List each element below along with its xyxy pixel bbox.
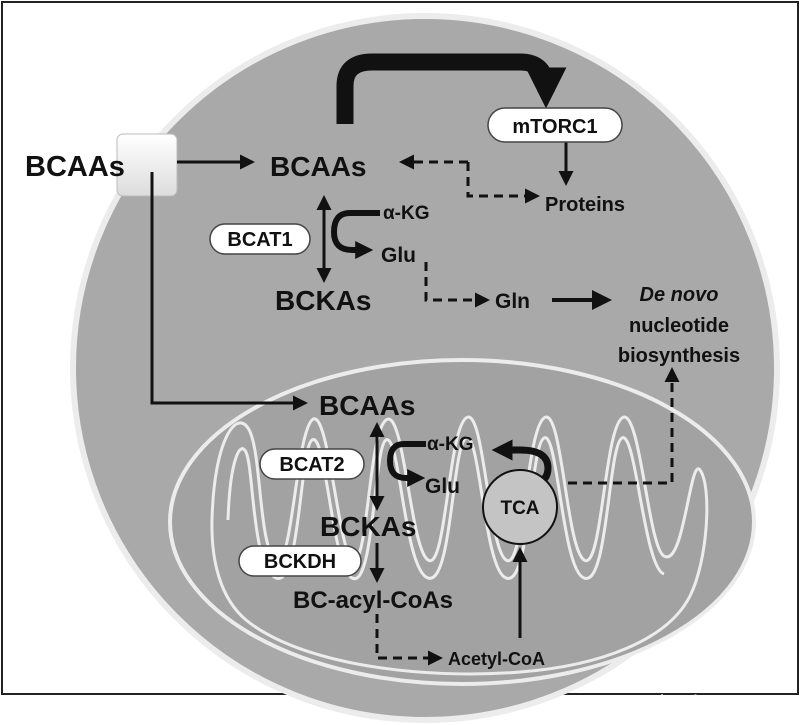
transporter-box: [116, 133, 178, 197]
label-akg-mito: α-KG: [427, 434, 474, 455]
label-bcat1: BCAT1: [227, 229, 292, 251]
watermark: 知乎 @Dr.Xu: [658, 693, 785, 717]
label-bckdh: BCKDH: [264, 551, 336, 573]
label-biosynthesis: biosynthesis: [618, 345, 740, 367]
label-bc-acyl-coas: BC-acyl-CoAs: [293, 587, 453, 614]
bcat1-akg-glu-curl: [330, 210, 380, 259]
label-proteins: Proteins: [545, 194, 625, 216]
label-glu-cytosol: Glu: [381, 244, 416, 267]
bcat1-pill: [209, 223, 311, 255]
label-glu-mito: Glu: [425, 475, 460, 498]
label-gln: Gln: [495, 290, 530, 313]
label-tca: TCA: [500, 498, 539, 519]
label-bckas-mito: BCKAs: [320, 511, 416, 542]
arrow-uptake-mito: [150, 172, 308, 411]
mtorc1-pill: [487, 107, 623, 143]
label-nucleotide: nucleotide: [629, 315, 729, 337]
label-bcaas-outside: BCAAs: [25, 151, 125, 183]
label-acetyl-coa: Acetyl-CoA: [448, 649, 545, 669]
label-mtorc1: mTORC1: [512, 116, 597, 138]
label-bckas-cytosol: BCKAs: [275, 285, 371, 316]
label-bcat2: BCAT2: [279, 454, 344, 476]
arrow-bcaas-proteins: [466, 162, 540, 204]
label-bcaas-cytosol: BCAAs: [270, 151, 366, 182]
label-akg-cytosol: α-KG: [383, 203, 430, 224]
mtorc1-activation-arrow: [336, 53, 567, 124]
bcat2-pill: [259, 448, 365, 480]
bckdh-pill: [238, 545, 362, 577]
label-bcaas-mito: BCAAs: [319, 390, 415, 421]
arrow-glu-gln: [424, 262, 490, 308]
arrow-tca-nucleotide: [568, 367, 680, 485]
label-de-novo: De novo: [640, 284, 719, 306]
mitochondrion: [168, 358, 756, 686]
tca-cycle-node: [482, 469, 558, 545]
bcat2-akg-glu-curl: [386, 441, 426, 487]
